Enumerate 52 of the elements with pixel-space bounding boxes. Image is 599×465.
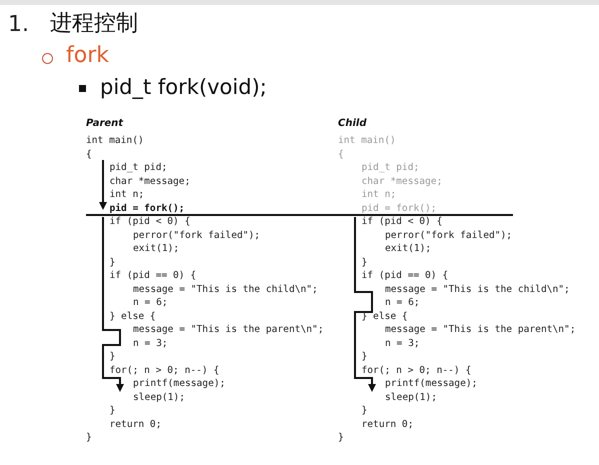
code-line: {	[86, 150, 92, 160]
code-line: }	[110, 406, 116, 416]
code-line: if (pid < 0) {	[362, 217, 442, 227]
code-line: n = 3;	[385, 338, 420, 348]
code-line: n = 3;	[133, 338, 168, 348]
code-line: }	[86, 433, 92, 443]
code-line: message = "This is the child\n";	[133, 284, 318, 294]
code-line: printf(message);	[385, 379, 478, 389]
code-line: }	[338, 433, 344, 443]
code-line: message = "This is the parent\n";	[385, 325, 576, 335]
code-line: }	[110, 352, 116, 362]
code-line: printf(message);	[133, 379, 226, 389]
code-line: int main()	[338, 136, 396, 146]
code-line: } else {	[362, 312, 408, 322]
code-line: if (pid == 0) {	[110, 271, 196, 281]
subheading-text: fork	[66, 45, 109, 67]
code-line: if (pid == 0) {	[362, 271, 448, 281]
heading-text: 进程控制	[50, 13, 138, 35]
code-line: return 0;	[110, 420, 162, 430]
code-line: exit(1);	[385, 244, 432, 254]
code-line: n = 6;	[385, 298, 420, 308]
code-line: pid = fork();	[110, 204, 185, 214]
code-line: {	[338, 150, 344, 160]
function-signature: pid_t fork(void);	[100, 77, 267, 98]
code-line: }	[362, 406, 368, 416]
code-line: }	[362, 352, 368, 362]
column-heading: Parent	[86, 119, 124, 129]
code-line: pid = fork();	[362, 204, 437, 214]
code-line: int n;	[110, 190, 144, 200]
code-line: for(; n > 0; n--) {	[362, 366, 472, 376]
code-line: pid_t pid;	[362, 163, 420, 173]
code-line: int main()	[86, 136, 144, 146]
code-line: n = 6;	[133, 298, 168, 308]
code-line: perror("fork failed");	[133, 230, 260, 240]
code-line: return 0;	[362, 420, 414, 430]
code-line: char *message;	[362, 176, 442, 186]
code-line: exit(1);	[133, 244, 180, 254]
code-line: int n;	[362, 190, 396, 200]
code-line: perror("fork failed");	[385, 230, 512, 240]
code-line: pid_t pid;	[110, 163, 168, 173]
code-line: if (pid < 0) {	[110, 217, 190, 227]
code-line: }	[362, 258, 368, 268]
code-line: char *message;	[110, 176, 190, 186]
column-heading: Child	[338, 119, 366, 129]
code-line: }	[110, 258, 116, 268]
code-line: message = "This is the parent\n";	[133, 325, 324, 335]
code-line: sleep(1);	[133, 392, 185, 402]
code-line: } else {	[110, 312, 156, 322]
code-line: message = "This is the child\n";	[385, 284, 570, 294]
code-line: sleep(1);	[385, 392, 437, 402]
code-line: for(; n > 0; n--) {	[110, 366, 220, 376]
list-number: 1.	[8, 14, 29, 36]
